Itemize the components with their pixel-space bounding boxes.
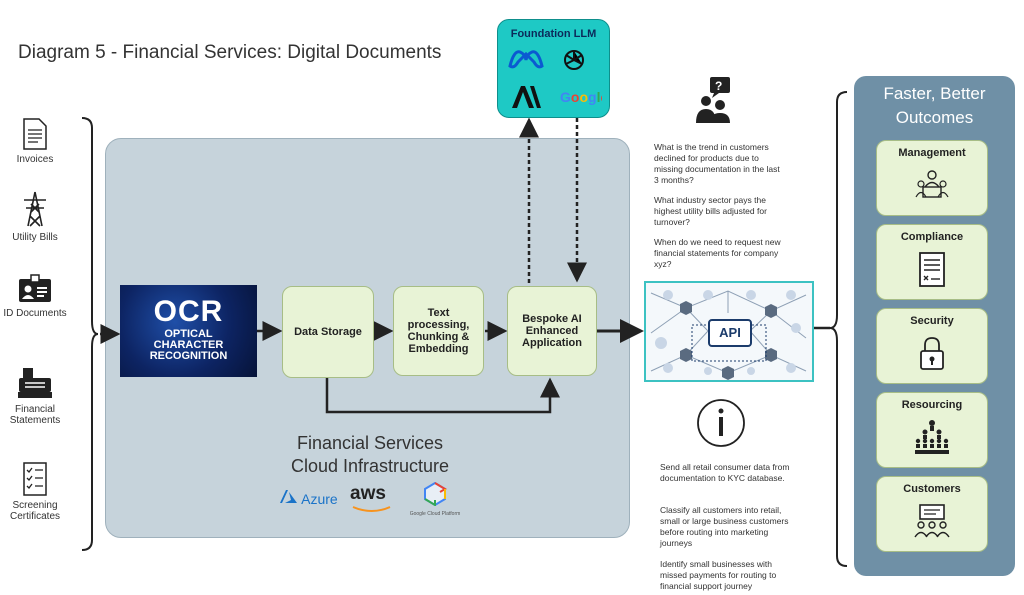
aws-smile-icon [352,506,391,512]
outcomes-title-line-1: Faster, Better [883,84,986,103]
aws-logo: aws [350,483,391,512]
outcome-compliance: Compliance [876,224,988,300]
cloud-label: Financial Services Cloud Infrastructure [260,432,480,478]
outcomes-bracket [829,91,848,567]
action-3: Identify small businesses with missed pa… [660,559,777,591]
checklist-icon [23,462,47,496]
source-screening-certificates: Screening Certificates [0,462,70,522]
outcome-resourcing: Resourcing [876,392,988,468]
ocr-line-3: RECOGNITION [149,350,228,362]
data-storage-label: Data Storage [294,326,362,338]
outcomes-panel: Faster, Better Outcomes Management Compl… [854,76,1015,576]
source-label: Utility Bills [12,232,58,243]
foundation-llm-title: Foundation LLM [510,28,597,40]
question-1: What is the trend in customers declined … [654,142,780,185]
outcome-security: Security [876,308,988,384]
network-lines [650,290,807,380]
source-label: Financial Statements [9,404,61,426]
foundation-llm-box: Foundation LLM Google [497,19,610,118]
presentation-icon [914,504,950,538]
svg-text:Google: Google [560,89,602,105]
question-2: What industry sector pays the highest ut… [654,195,767,227]
openai-logo-icon [564,50,584,70]
storage-to-app-connector [325,377,560,414]
anthropic-logo-icon [512,86,541,108]
data-storage-box: Data Storage [282,286,374,378]
id-card-icon [19,274,51,302]
outcomes-title: Faster, Better Outcomes [854,82,1015,130]
outcome-label: Resourcing [901,399,963,411]
management-icon [915,170,949,198]
ocr-line-1: OPTICAL [164,328,213,340]
azure-icon [280,490,297,503]
outcomes-title-line-2: Outcomes [895,108,974,127]
source-invoices: Invoices [0,118,70,165]
meta-logo-icon [508,50,544,69]
google-logo-icon: Google [560,89,602,105]
action-2: Classify all customers into retail, smal… [660,505,789,548]
source-label: Screening Certificates [9,500,60,522]
info-icon [697,399,745,447]
source-label: Invoices [16,154,54,165]
outcome-customers: Customers [876,476,988,552]
bespoke-app-box: Bespoke AI Enhanced Application [507,286,597,376]
question-3: When do we need to request new financial… [654,237,781,269]
action-1: Send all retail consumer data from docum… [660,462,790,483]
pylon-icon [24,191,46,227]
outcome-label: Customers [903,483,961,495]
invoice-icon [23,118,47,150]
bespoke-app-label: Bespoke AI Enhanced Application [522,313,582,349]
lock-icon [920,337,944,370]
outcome-label: Management [898,147,966,159]
azure-logo: Azure [280,490,338,507]
aws-label: aws [350,483,386,504]
google-cloud-logo: Google Cloud Platform [402,481,468,517]
ocr-title: OCR [153,295,224,328]
cloud-label-line-2: Cloud Infrastructure [290,456,450,476]
api-network-graphic: API [644,281,814,382]
document-icon [919,252,945,287]
text-processing-box: Text processing, Chunking & Embedding [393,286,484,376]
outcome-label: Compliance [900,231,964,243]
source-label: ID Documents [3,308,67,319]
api-label: API [708,319,752,347]
source-utility-bills: Utility Bills [0,190,70,243]
source-id-documents: ID Documents [0,274,70,319]
outcome-management: Management [876,140,988,216]
ocr-line-2: CHARACTER [153,339,224,351]
cloud-label-line-1: Financial Services [296,433,444,453]
user-question-icon: ? [696,77,730,123]
outcome-label: Security [910,315,954,327]
people-group-icon [915,420,949,454]
sources-bracket [81,117,99,551]
cash-register-icon [18,368,52,398]
text-processing-label: Text processing, Chunking & Embedding [407,307,470,355]
svg-text:?: ? [715,79,722,93]
source-financial-statements: Financial Statements [0,366,70,426]
page-title: Diagram 5 - Financial Services: Digital … [18,42,442,63]
google-cloud-icon [424,481,447,507]
google-cloud-label: Google Cloud Platform [409,511,461,517]
azure-label: Azure [301,491,338,507]
ocr-block: OCR OPTICAL CHARACTER RECOGNITION [120,285,257,377]
